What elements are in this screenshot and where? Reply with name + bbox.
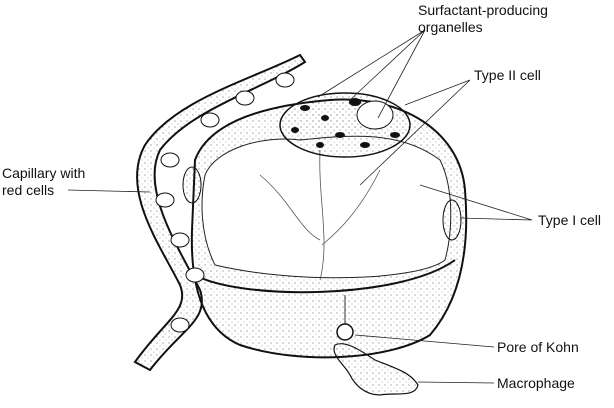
label-type-i-cell: Type I cell (538, 212, 602, 228)
label-surfactant-organelles: Surfactant-producing organelles (418, 2, 548, 36)
type-ii-cell (279, 92, 411, 158)
label-line: red cells (2, 182, 55, 198)
red-blood-cells (155, 72, 295, 333)
pore-of-kohn (336, 323, 354, 341)
surfactant-organelles (291, 98, 400, 148)
label-line: organelles (418, 19, 483, 35)
label-type-ii-cell: Type II cell (474, 67, 541, 83)
label-pore-of-kohn: Pore of Kohn (497, 339, 579, 355)
capillary (133, 53, 307, 372)
label-macrophage: Macrophage (497, 375, 575, 391)
label-line: Capillary with (2, 165, 86, 181)
label-capillary: Capillary with red cells (2, 165, 85, 199)
leader-lines (67, 29, 533, 384)
macrophage (333, 343, 419, 396)
type-ii-nucleus (356, 100, 394, 130)
type-i-nucleus (442, 199, 462, 241)
label-line: Surfactant-producing (418, 2, 548, 18)
alveolus-interior (201, 135, 452, 279)
